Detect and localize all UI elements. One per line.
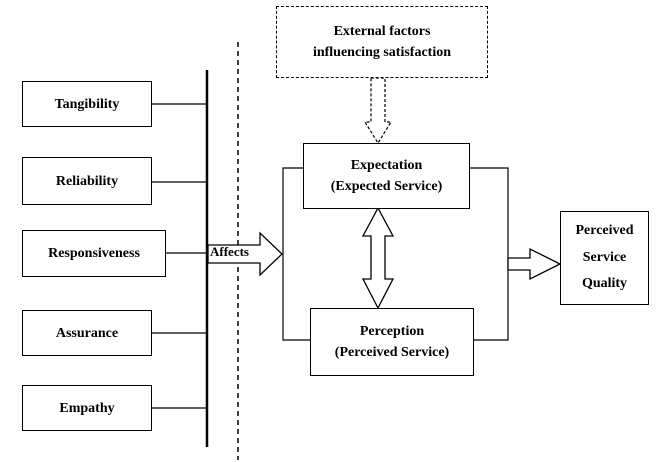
right-bracket: [470, 167, 509, 341]
box-tangibility: Tangibility: [22, 81, 152, 127]
label-reliability: Reliability: [55, 173, 119, 189]
affects-label: Affects: [210, 244, 249, 259]
quality-line2: Service: [582, 249, 627, 265]
quality-line3: Quality: [581, 276, 628, 292]
external-line1: External factors: [333, 24, 431, 39]
perception-box: Perception (Perceived Service): [310, 308, 474, 376]
quality-line1: Perceived: [575, 223, 634, 239]
quality-arrow: [507, 247, 562, 281]
double-arrow: [361, 206, 395, 310]
label-tangibility: Tangibility: [54, 96, 120, 112]
perception-line2: (Perceived Service): [334, 345, 450, 360]
label-empathy: Empathy: [59, 400, 115, 416]
affects-arrow: [207, 231, 283, 277]
expectation-box: Expectation (Expected Service): [303, 143, 470, 209]
external-arrow: [363, 77, 393, 145]
box-reliability: Reliability: [22, 157, 152, 205]
box-empathy: Empathy: [22, 385, 152, 431]
left-bracket: [282, 167, 310, 341]
expectation-line2: (Expected Service): [330, 179, 443, 194]
label-assurance: Assurance: [55, 325, 119, 341]
label-responsiveness: Responsiveness: [48, 246, 140, 261]
perceived-service-quality-box: Perceived Service Quality: [560, 211, 649, 305]
expectation-line1: Expectation: [350, 158, 423, 173]
external-factors-box: External factors influencing satisfactio…: [276, 6, 488, 78]
perception-line1: Perception: [359, 324, 425, 339]
external-line2: influencing satisfaction: [312, 45, 452, 60]
box-assurance: Assurance: [22, 310, 152, 356]
box-responsiveness: Responsiveness: [22, 230, 166, 277]
